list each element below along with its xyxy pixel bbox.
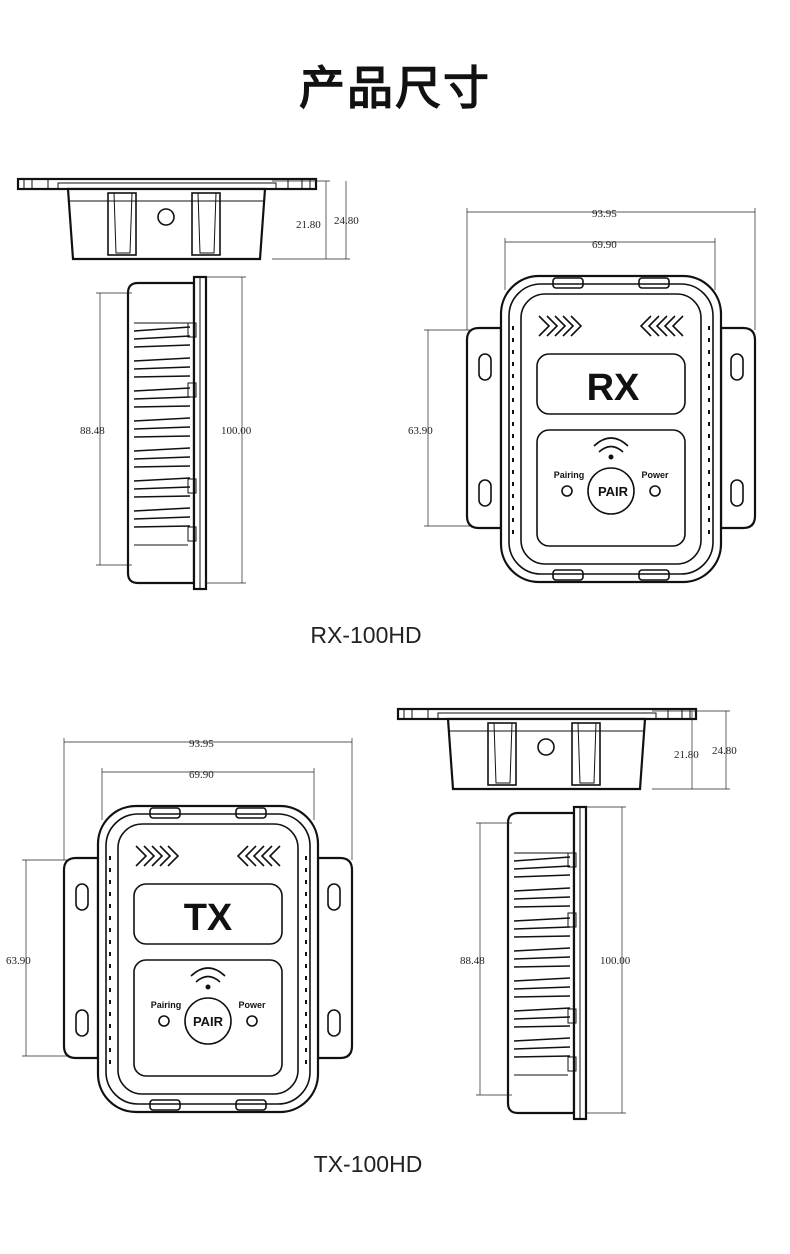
rx-front-dimensions: 93.95 69.90 63.90	[408, 208, 756, 527]
tx-dim-100-00: 100.00	[600, 955, 631, 967]
tx-pair-button-label: PAIR	[193, 1014, 224, 1029]
rx-dim-24-80: 24.80	[334, 215, 359, 227]
tx-dim-88-48: 88.48	[460, 955, 485, 967]
rx-pair-button-label: PAIR	[598, 484, 629, 499]
rx-top-view	[16, 177, 318, 261]
rx-power-label: Power	[641, 470, 669, 480]
rx-dim-100-00: 100.00	[221, 425, 252, 437]
tx-side-dimensions: 88.48 100.00	[460, 806, 631, 1114]
rx-dim-21-80: 21.80	[296, 219, 321, 231]
rx-side-view	[126, 275, 208, 591]
rx-dim-88-48: 88.48	[80, 425, 105, 437]
tx-dim-69-90: 69.90	[189, 769, 214, 781]
tx-pairing-label: Pairing	[151, 1000, 182, 1010]
tx-front-dimensions: 93.95 69.90 63.90	[6, 738, 353, 1057]
tx-power-label: Power	[238, 1000, 266, 1010]
rx-front-view: RX PAIR Pairing Power	[465, 274, 757, 584]
tx-dim-24-80: 24.80	[712, 745, 737, 757]
tx-top-view	[396, 707, 698, 791]
tx-dim-93-95: 93.95	[189, 738, 214, 750]
rx-top-dimensions: 21.80 24.80	[272, 180, 359, 260]
tx-model-label: TX-100HD	[313, 1151, 423, 1177]
rx-device-label: RX	[587, 367, 640, 409]
rx-dim-63-90: 63.90	[408, 425, 433, 437]
rx-dim-93-95: 93.95	[592, 208, 617, 220]
page-title: 产品尺寸	[299, 61, 491, 115]
tx-dim-63-90: 63.90	[6, 955, 31, 967]
rx-model-label: RX-100HD	[310, 622, 422, 648]
rx-dim-69-90: 69.90	[592, 239, 617, 251]
tx-top-dimensions: 21.80 24.80	[652, 710, 737, 790]
tx-front-view: TX PAIR Pairing Power	[62, 804, 354, 1114]
tx-side-view	[506, 805, 588, 1121]
tx-device-label: TX	[184, 897, 233, 939]
tx-dim-21-80: 21.80	[674, 749, 699, 761]
rx-pairing-label: Pairing	[554, 470, 585, 480]
rx-side-dimensions: 88.48 100.00	[80, 276, 252, 584]
